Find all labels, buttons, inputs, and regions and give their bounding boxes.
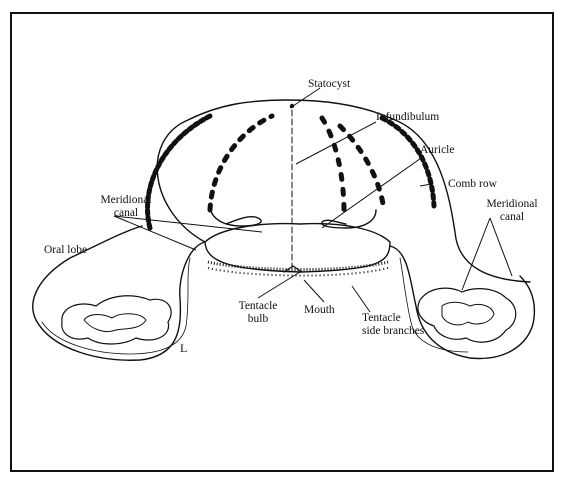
comb-row-outer-right bbox=[382, 118, 434, 206]
leader-lines bbox=[114, 88, 512, 312]
figure-letter: L bbox=[180, 342, 187, 355]
gut-right bbox=[418, 288, 516, 342]
gut-right-inner bbox=[442, 302, 494, 325]
comb-row-inner-left bbox=[210, 116, 272, 210]
label-statocyst: Statocyst bbox=[308, 78, 350, 91]
auricle-right bbox=[322, 210, 376, 228]
label-comb-row: Comb row bbox=[448, 178, 497, 191]
gut-left-inner bbox=[84, 314, 146, 332]
statocyst-mark bbox=[290, 104, 294, 108]
label-tentacle-side-branches: Tentacle side branches bbox=[362, 312, 424, 338]
label-infundibulum: Infundibulum bbox=[376, 111, 439, 124]
oral-lobe-left-inner bbox=[42, 258, 190, 354]
label-auricle: Auricle bbox=[420, 144, 454, 157]
oral-lobe-right bbox=[390, 246, 534, 358]
auricle-left bbox=[210, 208, 261, 226]
comb-rows bbox=[148, 116, 435, 228]
label-mouth: Mouth bbox=[304, 304, 335, 317]
label-oral-lobe: Oral lobe bbox=[44, 244, 87, 257]
gut-left bbox=[62, 296, 171, 344]
label-meridional-canal-left: Meridional canal bbox=[84, 194, 168, 220]
comb-row-center-right bbox=[322, 118, 344, 212]
label-tentacle-bulb: Tentacle bulb bbox=[222, 300, 294, 326]
comb-row-inner-right bbox=[340, 126, 384, 210]
label-meridional-canal-right: Meridional canal bbox=[472, 198, 552, 224]
